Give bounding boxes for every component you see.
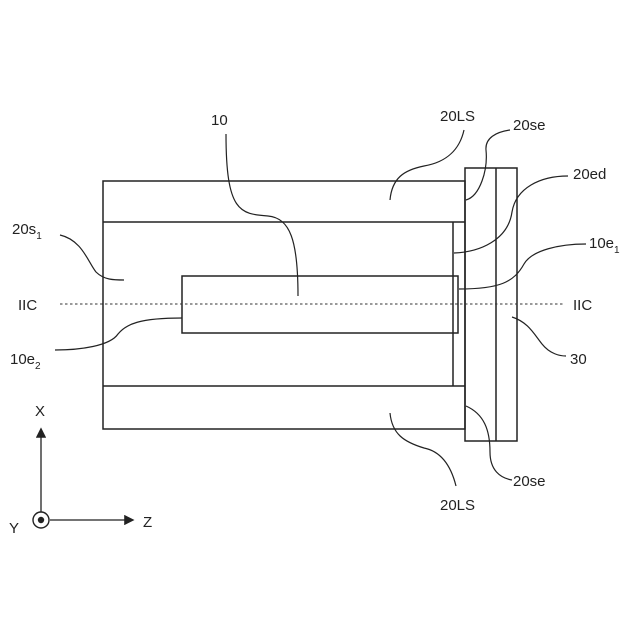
- leader-20ed: [454, 176, 568, 253]
- label-20ls-top: 20LS: [440, 108, 475, 125]
- leader-10e2: [55, 318, 182, 350]
- y-axis-dot: [38, 517, 44, 523]
- axis-label-x: X: [35, 403, 45, 420]
- leader-20se-top: [466, 130, 510, 200]
- leader-10: [226, 134, 298, 296]
- label-20se-bottom: 20se: [513, 473, 546, 490]
- label-20se-top: 20se: [513, 117, 546, 134]
- leader-20se-bottom: [466, 406, 512, 480]
- label-20s1: 20s1: [12, 221, 42, 242]
- label-section-left: IIC: [18, 297, 37, 314]
- leader-10e1: [459, 244, 586, 289]
- label-20ls-bottom: 20LS: [440, 497, 475, 514]
- label-10e1: 10e1: [589, 235, 620, 256]
- label-10e2: 10e2: [10, 351, 41, 372]
- leader-20ls-top: [390, 130, 464, 200]
- axis-label-y: Y: [9, 520, 19, 537]
- outer-housing: [103, 181, 465, 429]
- label-30: 30: [570, 351, 587, 368]
- label-10: 10: [211, 112, 228, 129]
- leader-30: [512, 317, 566, 356]
- leader-20s1: [60, 235, 124, 280]
- axis-label-z: Z: [143, 514, 152, 531]
- label-section-right: IIC: [573, 297, 592, 314]
- leader-20ls-bottom: [390, 413, 456, 486]
- label-20ed: 20ed: [573, 166, 606, 183]
